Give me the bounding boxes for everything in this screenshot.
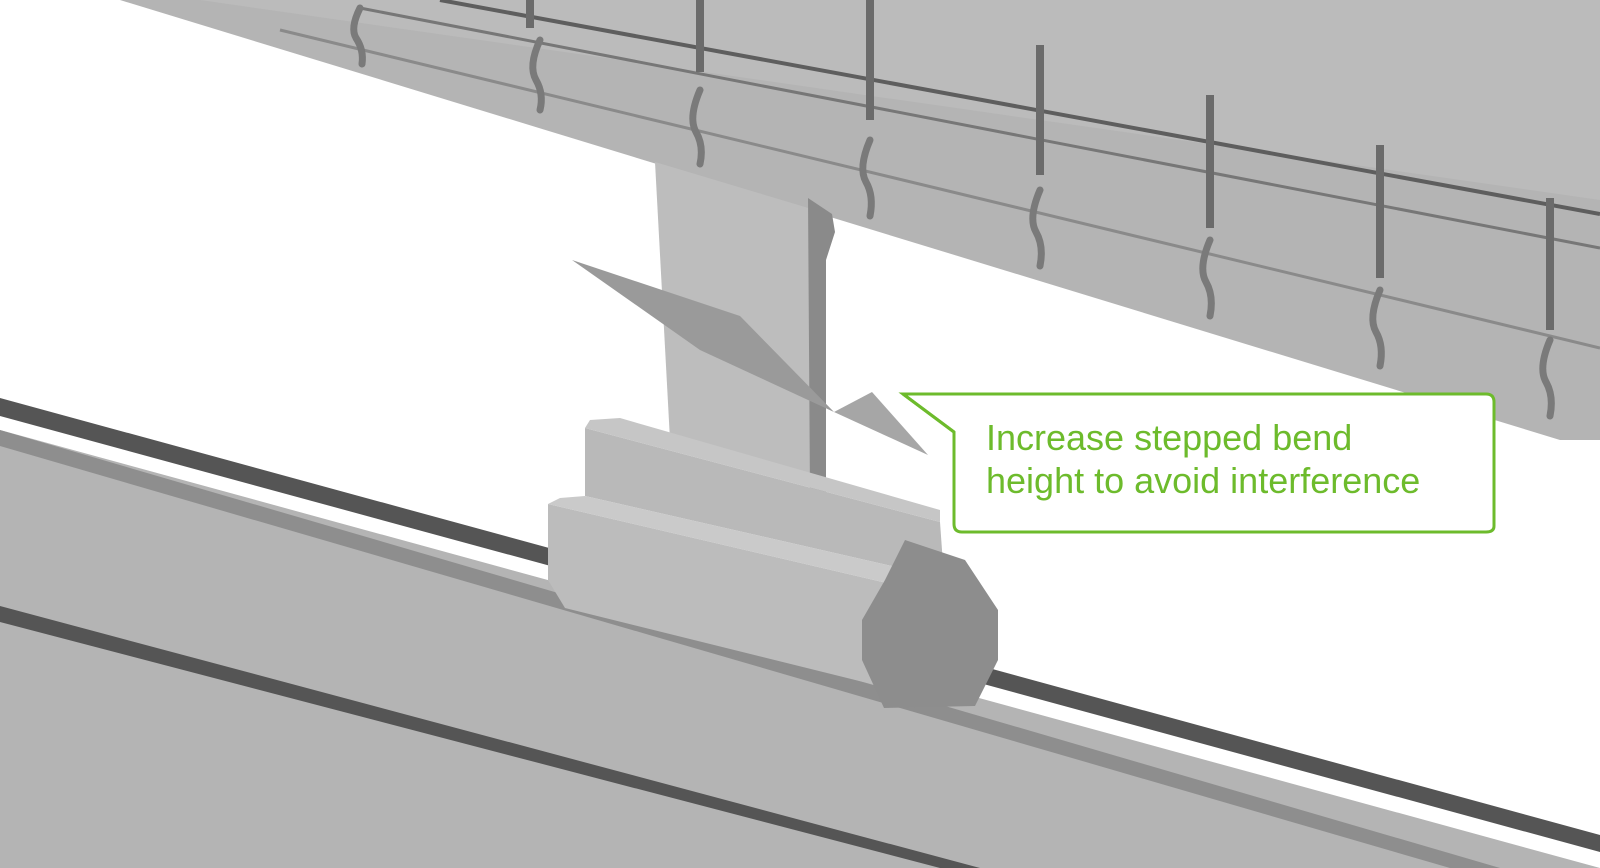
callout-line-1: Increase stepped bend [986, 417, 1353, 458]
callout-line-2: height to avoid interference [986, 460, 1421, 501]
upper-holder-seam-2 [439, 0, 1600, 216]
punch-blade-tip [808, 198, 835, 495]
upper-holder-vertical-steps [526, 0, 1554, 330]
die-block-upper-front [585, 428, 944, 578]
die-block-lower-top [548, 496, 960, 600]
die-block[interactable] [548, 418, 998, 708]
callout-border [898, 392, 1496, 534]
upper-holder-seam-1 [359, 6, 1600, 250]
upper-holder-joints [350, 4, 1555, 420]
workpiece[interactable] [572, 260, 928, 455]
annotation-callout[interactable] [898, 392, 1496, 534]
die-block-end [862, 540, 998, 708]
workpiece-flange-left [572, 260, 834, 412]
upper-tool-holders[interactable] [120, 0, 1600, 440]
die-block-lower-front [548, 504, 960, 706]
callout-text: Increase stepped bend height to avoid in… [986, 416, 1506, 502]
callout-pointer [902, 392, 955, 434]
workpiece-flange-right [834, 392, 928, 455]
die-rail-lower-edge [0, 606, 980, 868]
die-block-upper-top [585, 418, 940, 522]
